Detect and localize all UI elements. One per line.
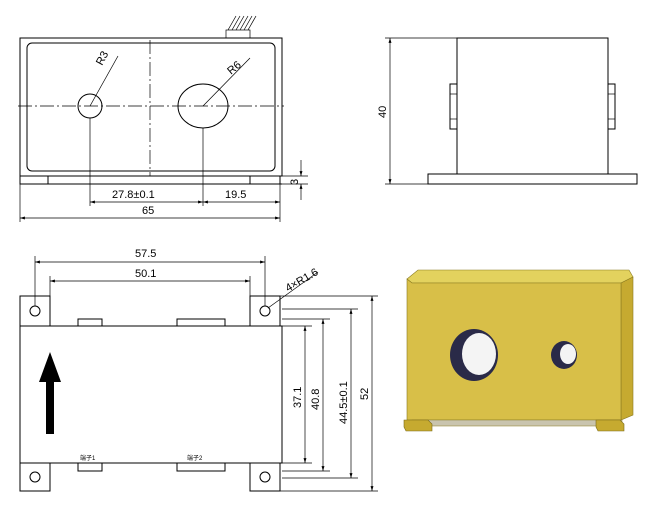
dim-37: 37.1 <box>292 387 304 408</box>
front-body-inner <box>26 42 276 172</box>
iso-foot-left <box>403 419 433 432</box>
mount-hole-note: 4×R1.6 <box>284 266 321 294</box>
dim-52: 52 <box>359 388 371 400</box>
isometric-view <box>403 269 634 432</box>
radius-small-label: R3 <box>94 49 111 67</box>
pin-block-1 <box>77 462 103 472</box>
dim-outer-mounting: 57.5 <box>135 248 156 260</box>
dim-hole-spacing: 27.8±0.1 <box>112 189 155 201</box>
side-boss-right <box>607 83 616 130</box>
top-view: 端子1 端子2 57.5 50.1 4×R1.6 37.1 40.8 44 <box>19 248 378 492</box>
mount-hole-br <box>259 471 271 483</box>
mount-ear-bl <box>19 462 51 492</box>
iso-side-face <box>620 276 634 421</box>
side-boss-left <box>449 83 458 130</box>
top-tab-left <box>77 318 103 327</box>
dim-foot-height: 3 <box>289 179 301 185</box>
front-view: R3 R6 27.8±0.1 19.5 65 3 <box>18 15 308 222</box>
dim-inner-mounting: 50.1 <box>135 268 156 280</box>
pin-label-2: 端子2 <box>187 454 203 462</box>
mount-hole-bl <box>29 471 41 483</box>
mount-ear-br <box>249 462 281 492</box>
connector-wires <box>225 15 257 39</box>
iso-front-face <box>406 278 622 421</box>
iso-top-face <box>406 269 634 284</box>
front-foot-right <box>249 175 281 185</box>
current-direction-arrow-icon <box>39 352 61 434</box>
iso-base-strip <box>411 419 623 427</box>
front-foot-left <box>19 175 49 185</box>
pin-label-1: 端子1 <box>80 454 96 462</box>
front-body-outline <box>19 37 283 177</box>
radius-large-label: R6 <box>225 59 243 77</box>
dim-height: 40 <box>377 106 389 118</box>
mount-hole-tl <box>29 305 41 317</box>
dim-width: 65 <box>142 205 154 217</box>
top-tab-right <box>176 318 226 327</box>
iso-foot-right <box>595 419 625 432</box>
pin-block-2 <box>176 462 226 472</box>
side-body <box>456 37 609 175</box>
dim-44: 44.5±0.1 <box>338 381 350 424</box>
top-body <box>19 325 283 464</box>
dim-40: 40.8 <box>310 389 322 410</box>
side-base <box>427 173 638 185</box>
dim-hole-to-edge: 19.5 <box>225 189 246 201</box>
side-view: 40 <box>377 37 638 185</box>
